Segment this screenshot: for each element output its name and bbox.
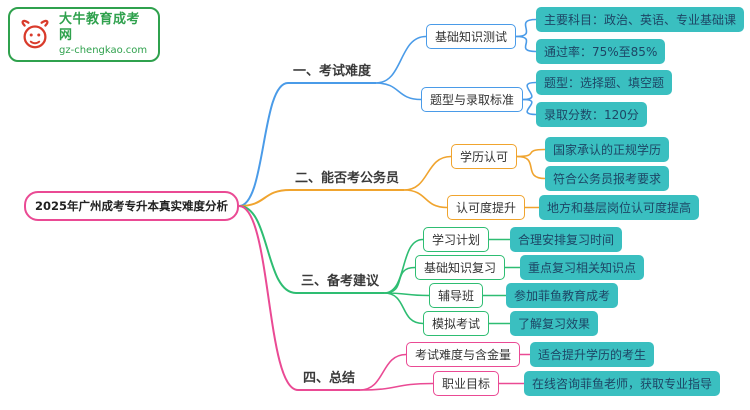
branch-exam-difficulty: 一、考试难度 xyxy=(288,60,377,84)
node-study-plan: 学习计划 xyxy=(423,227,490,252)
node-mock-exam: 模拟考试 xyxy=(423,311,490,336)
leaf-join-tutoring: 参加菲鱼教育成考 xyxy=(506,283,619,308)
branch-prep-suggestions: 三、备考建议 xyxy=(296,270,385,294)
leaf-meets-civil-requirements: 符合公务员报考要求 xyxy=(545,166,670,191)
leaf-online-consult: 在线咨询菲鱼老师，获取专业指导 xyxy=(524,371,721,396)
node-recognition-improvement: 认可度提升 xyxy=(447,195,526,220)
leaf-admission-score: 录取分数：120分 xyxy=(536,102,647,127)
node-career-goals: 职业目标 xyxy=(433,371,500,396)
node-basic-knowledge-test: 基础知识测试 xyxy=(426,24,517,49)
bull-logo-icon xyxy=(21,19,49,48)
node-basics-review: 基础知识复习 xyxy=(415,255,506,280)
leaf-local-recognition: 地方和基层岗位认可度提高 xyxy=(539,195,700,220)
leaf-question-types: 题型：选择题、填空题 xyxy=(536,70,673,95)
leaf-pass-rate: 通过率：75%至85% xyxy=(536,39,666,64)
leaf-main-subjects: 主要科目：政治、英语、专业基础课 xyxy=(536,7,745,32)
branch-civil-service-eligibility: 二、能否考公务员 xyxy=(290,167,405,191)
root-node: 2025年广州成考专升本真实难度分析 xyxy=(24,191,240,221)
leaf-review-effect: 了解复习效果 xyxy=(510,311,599,336)
node-difficulty-and-value: 考试难度与含金量 xyxy=(406,342,521,367)
site-logo[interactable]: 大牛教育成考网 gz-chengkao.com xyxy=(8,7,160,62)
node-degree-recognition: 学历认可 xyxy=(451,144,518,169)
leaf-suitable-candidates: 适合提升学历的考生 xyxy=(530,342,655,367)
branch-summary: 四、总结 xyxy=(298,367,361,391)
logo-title: 大牛教育成考网 xyxy=(59,12,141,44)
leaf-state-recognized: 国家承认的正规学历 xyxy=(545,137,670,162)
node-question-types-admission: 题型与录取标准 xyxy=(421,87,524,112)
node-tutoring-class: 辅导班 xyxy=(429,283,484,308)
logo-subtitle: gz-chengkao.com xyxy=(59,44,148,56)
leaf-key-points-review: 重点复习相关知识点 xyxy=(520,255,645,280)
leaf-time-arrangement: 合理安排复习时间 xyxy=(510,227,623,252)
